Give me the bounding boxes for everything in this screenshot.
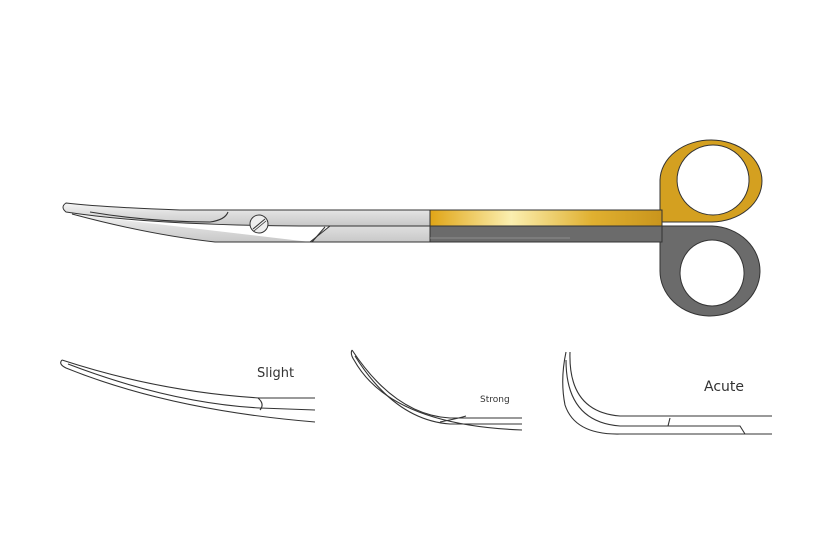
- lower-blade: [71, 213, 431, 243]
- curve-slight: Slight: [60, 359, 316, 423]
- label-strong: Strong: [480, 395, 510, 405]
- gold-shank: [429, 209, 663, 227]
- pivot-screw: [249, 214, 269, 234]
- main-scissors: [62, 139, 763, 317]
- label-acute: Acute: [704, 379, 744, 395]
- curve-strong: Strong: [350, 349, 523, 431]
- label-slight: Slight: [257, 366, 294, 381]
- curve-acute: Acute: [562, 351, 772, 435]
- dark-ring-handle: [659, 225, 761, 317]
- gold-ring-handle: [659, 139, 763, 223]
- dark-shank: [429, 225, 663, 243]
